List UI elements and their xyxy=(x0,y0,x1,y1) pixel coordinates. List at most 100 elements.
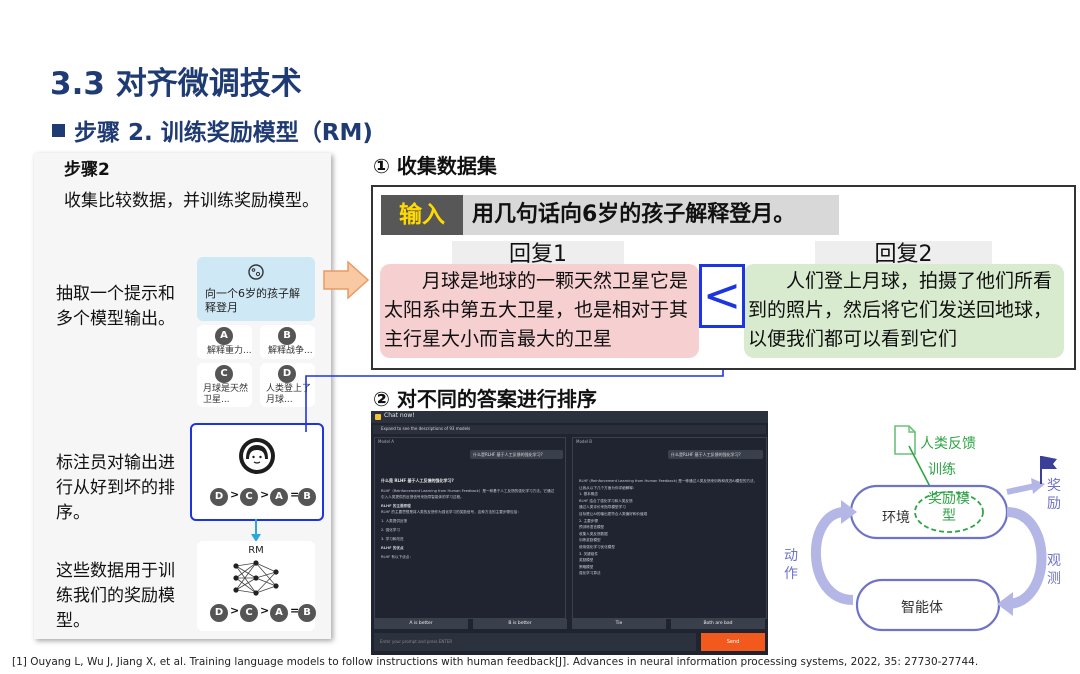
model-b-line: RLHF 结合了强化学习和人类反馈 xyxy=(579,498,633,503)
rm-rank-b: B xyxy=(298,604,316,622)
rank-eq: = xyxy=(290,488,300,501)
rm-rank-gt-2: > xyxy=(260,604,270,617)
observe-label: 观测 xyxy=(1047,553,1061,587)
step-description: 收集比较数据，并训练奖励模型。 xyxy=(64,191,319,211)
option-d-text: 人类登上了月球... xyxy=(266,384,312,405)
labeler-card: D > C > A = B xyxy=(190,423,324,521)
option-c-badge: C xyxy=(215,365,233,383)
comparison-box: < xyxy=(699,264,745,328)
labeler-avatar-icon xyxy=(239,438,275,474)
rm-ranking-row: D > C > A = B xyxy=(210,603,316,623)
rm-rank-d: D xyxy=(210,604,228,622)
input-text: 用几句话向6岁的孩子解释登月。 xyxy=(472,202,796,227)
model-b-line: 3. 关键组件 xyxy=(579,551,598,556)
model-b-line: 收集人类反馈数据 xyxy=(579,531,608,536)
rm-rank-eq: = xyxy=(290,604,300,617)
option-c-text: 月球是天然卫星... xyxy=(203,384,249,405)
input-label: 输入 xyxy=(381,195,463,235)
rank-d: D xyxy=(210,488,228,506)
model-a-line: RLHF 有以下优点： xyxy=(381,555,413,559)
option-b-text: 解释战争... xyxy=(268,346,313,356)
reply2-text: 人们登上月球，拍摄了他们所看到的照片，然后将它们发送回地球，以便我们都可以看到它… xyxy=(744,264,1064,358)
model-a-line: RLHF 的主要思想是将人类的反馈作为强化学习的奖励信号，这种方法的主要步骤包括… xyxy=(381,510,521,514)
sampling-text: 抽取一个提示和多个模型输出。 xyxy=(56,284,175,329)
action-label: 动作 xyxy=(784,548,798,582)
option-d-badge: D xyxy=(278,365,296,383)
rm-card: RM D > C > A = B xyxy=(197,541,316,631)
neural-network-icon xyxy=(233,560,279,596)
rank-c: C xyxy=(240,488,258,506)
model-a-answer-title: 什么是 RLHF 基于人工反馈的强化学习? xyxy=(381,478,454,483)
model-b-panel: Model B 什么是RLHF 基于人工反馈的强化学习? RLHF (Reinf… xyxy=(572,437,767,619)
send-button[interactable]: Send xyxy=(701,633,765,651)
moon-icon xyxy=(248,264,264,280)
both-bad-button[interactable]: Both are bad xyxy=(671,619,765,629)
model-b-line: 1. 基本概念 xyxy=(579,492,598,497)
environment-label: 环境 xyxy=(882,510,910,526)
down-arrow-icon xyxy=(251,519,261,542)
chat-logo-icon xyxy=(375,414,381,420)
reply1-text: 月球是地球的一颗天然卫星它是太阳系中第五大卫星，也是相对于其主行星大小而言最大的… xyxy=(380,264,699,358)
flag-icon xyxy=(1040,456,1057,484)
option-card-a: A 解释重力... xyxy=(197,325,252,359)
model-b-line: 策略模型 xyxy=(579,564,594,569)
human-feedback-label: 人类反馈 xyxy=(920,436,976,452)
page-subtitle: 步骤 2. 训练奖励模型（RM) xyxy=(74,120,373,146)
expand-models-bar[interactable]: Expand to see the descriptions of 93 mod… xyxy=(373,425,766,434)
prompt-card-text: 向一个6岁的孩子解释登月 xyxy=(205,287,300,314)
model-b-line: 目标是让AI的输出更符合人类偏好和价值观 xyxy=(579,511,648,516)
agent-label: 智能体 xyxy=(901,600,943,616)
chat-title: Chat now! xyxy=(384,412,415,419)
model-a-answer: RLHF（Reinforcement Learning from Human F… xyxy=(381,488,557,560)
rm-rank-a: A xyxy=(270,604,288,622)
train-label: 训练 xyxy=(928,462,956,478)
model-a-question: 什么是RLHF 基于人工反馈的强化学习? xyxy=(470,450,563,459)
option-card-d: D 人类登上了月球... xyxy=(260,363,315,407)
model-a-line: RLHF（Reinforcement Learning from Human F… xyxy=(381,489,555,499)
prompt-card: 向一个6岁的孩子解释登月 xyxy=(197,257,315,321)
rank-b: B xyxy=(298,488,316,506)
option-a-badge: A xyxy=(215,327,233,345)
model-b-label: Model B xyxy=(576,439,593,444)
model-b-line: 2. 主要步骤 xyxy=(579,518,598,523)
less-than-sign: < xyxy=(702,268,742,322)
model-a-line: RLHF 的优点 xyxy=(381,546,404,550)
rm-rank-c: C xyxy=(240,604,258,622)
model-a-line: 1. 人类提供反馈 xyxy=(381,519,408,523)
option-card-c: C 月球是天然卫星... xyxy=(197,363,252,407)
model-b-answer: RLHF (Reinforcement Learning from Human … xyxy=(579,478,759,577)
model-b-line: 预训练语言模型 xyxy=(579,525,605,530)
rank-a: A xyxy=(270,488,288,506)
model-a-line: 3. 学习和改进 xyxy=(381,537,404,541)
option-b-badge: B xyxy=(278,327,296,345)
section2-heading: ② 对不同的答案进行排序 xyxy=(373,387,597,411)
a-is-better-button[interactable]: A is better xyxy=(374,619,468,629)
reward-model-label: 奖励模型 xyxy=(928,491,970,524)
expand-models-text: Expand to see the descriptions of 93 mod… xyxy=(381,426,471,431)
rl-loop-diagram xyxy=(811,425,1057,632)
model-a-line: 2. 强化学习 xyxy=(381,528,400,532)
orange-arrow-icon xyxy=(323,260,370,300)
tie-button[interactable]: Tie xyxy=(572,619,666,629)
rank-gt-1: > xyxy=(230,488,240,501)
rank-gt-2: > xyxy=(260,488,270,501)
model-b-line: 通过人类评价来指导模型学习 xyxy=(579,505,626,510)
section1-heading: ① 收集数据集 xyxy=(373,154,497,178)
reward-model-ellipse xyxy=(914,491,984,533)
model-b-line: 强化学习算法 xyxy=(579,571,601,576)
b-is-better-button[interactable]: B is better xyxy=(473,619,567,629)
model-a-label: Model A xyxy=(378,439,395,444)
model-b-line: RLHF (Reinforcement Learning from Human … xyxy=(579,479,758,490)
prompt-input[interactable]: Enter your prompt and press ENTER xyxy=(374,633,696,651)
citation-footnote: [1] Ouyang L, Wu J, Jiang X, et al. Trai… xyxy=(12,656,979,668)
model-a-panel: Model A 什么是RLHF 基于人工反馈的强化学习? 什么是 RLHF 基于… xyxy=(374,437,566,619)
option-a-text: 解释重力... xyxy=(207,346,252,356)
ranking-row: D > C > A = B xyxy=(210,487,316,507)
rm-rank-gt-1: > xyxy=(230,604,240,617)
bullet-square xyxy=(52,124,65,137)
rm-label: RM xyxy=(248,545,264,556)
labeler-text: 标注员对输出进行从好到坏的排序。 xyxy=(56,453,175,523)
reward-label: 奖励 xyxy=(1047,478,1061,512)
page-title: 3.3 对齐微调技术 xyxy=(50,66,302,102)
step-heading: 步骤2 xyxy=(64,160,110,180)
